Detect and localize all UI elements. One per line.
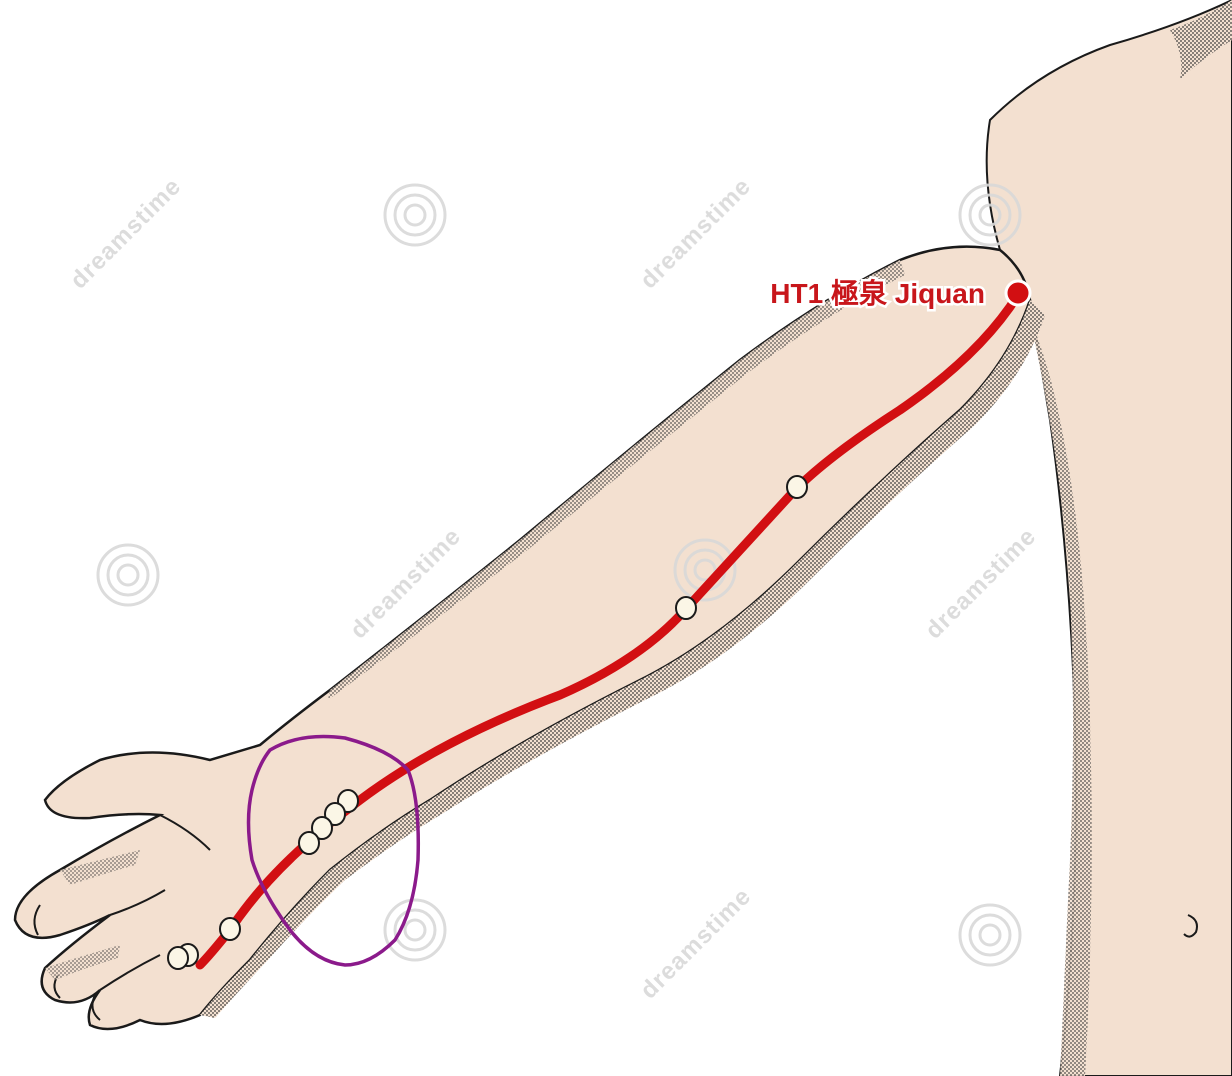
acupoint-ht1-marker: [1006, 281, 1030, 305]
acupoint-label: HT1 極泉 Jiquan: [770, 277, 985, 309]
acupoint-marker: [787, 476, 807, 498]
watermark-text: dreamstime: [635, 173, 756, 294]
watermark-swirl-icon: [385, 185, 445, 245]
arm: [15, 247, 1045, 1029]
watermark-text: dreamstime: [65, 173, 186, 294]
watermark-text: dreamstime: [635, 883, 756, 1004]
acupoint-marker: [168, 947, 188, 969]
acupoint-marker: [299, 832, 319, 854]
acupoint-marker: [676, 597, 696, 619]
watermark-swirl-icon: [960, 905, 1020, 965]
watermark-swirl-icon: [98, 545, 158, 605]
watermark-swirl-icon: [385, 900, 445, 960]
watermark-text: dreamstime: [920, 523, 1041, 644]
acupoint-marker: [220, 918, 240, 940]
watermark-swirl-icon: [960, 185, 1020, 245]
